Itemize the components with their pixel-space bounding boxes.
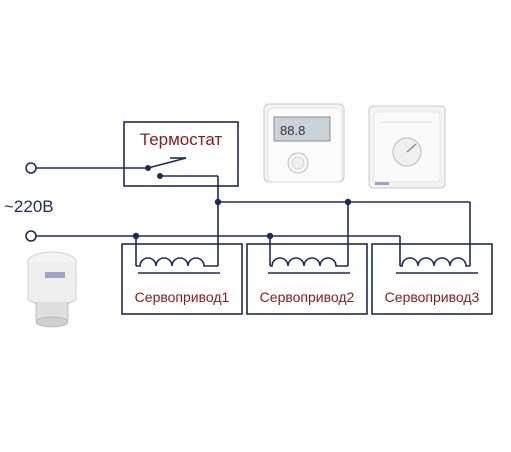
servo-label: Сервопривод3	[385, 289, 480, 305]
servo-box	[246, 243, 368, 315]
thermostat-switch	[147, 157, 218, 177]
servo-label: Сервопривод2	[260, 289, 355, 305]
supply-label: ~220В	[4, 197, 54, 216]
thermostat-label: Термостат	[140, 130, 223, 149]
terminal-phase	[25, 162, 37, 174]
servo-coil	[400, 257, 470, 267]
servo-label: Сервопривод1	[135, 289, 230, 305]
servo-box	[121, 243, 243, 315]
servo-block-1: Сервопривод1	[121, 243, 243, 315]
svg-text:88.8: 88.8	[280, 123, 305, 138]
switch-contact-output	[157, 173, 163, 179]
junctions	[132, 198, 352, 240]
terminal-neutral	[25, 230, 37, 242]
servo-coil	[270, 257, 348, 267]
thermostat-block: Термостат	[123, 121, 239, 187]
servo-box	[371, 243, 493, 315]
supply-terminals: ~220В	[4, 162, 54, 242]
wires	[36, 167, 471, 266]
servo-coil	[136, 257, 218, 267]
servo-block-2: Сервопривод2	[246, 243, 368, 315]
servo-actuator-icon	[27, 251, 77, 328]
servo-block-3: Сервопривод3	[371, 243, 493, 315]
thermostat-analog-icon	[368, 105, 446, 189]
thermostat-digital-icon: 88.8	[263, 103, 345, 183]
